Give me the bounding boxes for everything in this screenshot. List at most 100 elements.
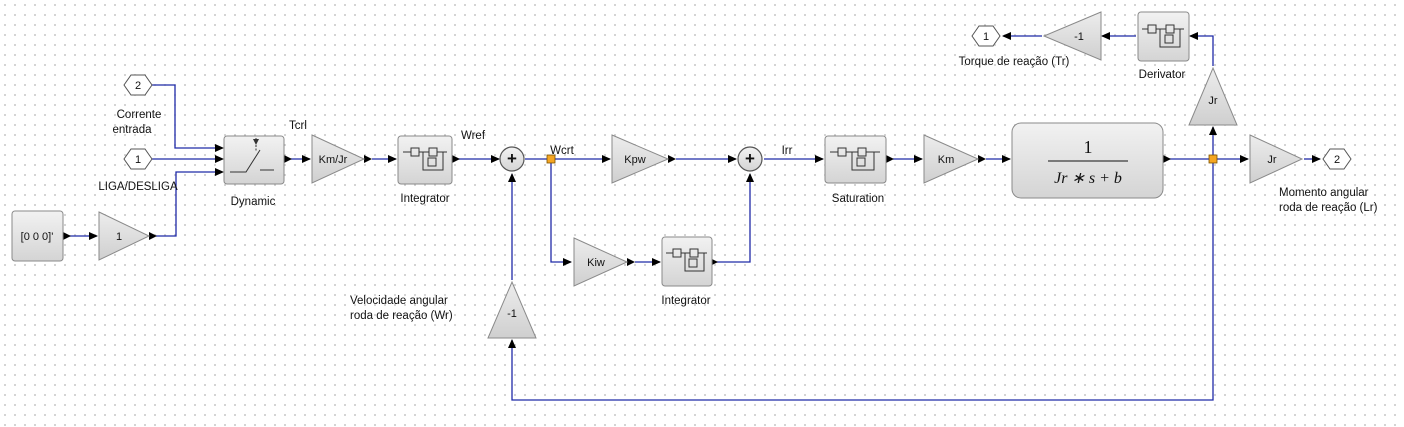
arrow-sum2-in-bottom [746,173,754,182]
dynamic-switch-block[interactable] [223,135,285,185]
arrow-int1-in [388,155,397,163]
gain-kmjr[interactable]: Km/Jr [311,134,366,184]
label-saturation: Saturation [832,193,884,205]
arrow-gain1-out [149,232,157,240]
gain-kpw-label: Kpw [624,154,645,166]
output-port-momento[interactable]: 2 [1322,148,1352,170]
transfer-function-block[interactable]: 1 Jr ∗ s + b [1011,122,1164,199]
arrow-kiw-out [627,258,635,266]
arrow-jr-in [1240,155,1249,163]
label-irr: Irr [782,145,793,157]
arrow-kpw-in [602,155,611,163]
label-derivator: Derivator [1139,69,1186,81]
wire-split-to-kiw [550,159,571,263]
integrator-icon-2 [666,248,707,272]
arrow-kmjr-in [302,155,311,163]
split-point-2[interactable] [1208,154,1218,164]
arrow-negfb-in [508,339,516,348]
arrow-sum1-in [491,155,500,163]
wire-integrator2-to-sum2 [716,174,751,263]
label-wref: Wref [461,130,486,142]
derivator-icon [1142,24,1184,48]
arrow-const-out [63,232,71,240]
switch-icon [230,138,274,173]
gain-block-1[interactable]: 1 [98,211,151,261]
sum-block-2[interactable]: + [737,146,763,172]
arrow-tf-in [1002,155,1011,163]
gain-jr-up[interactable]: Jr [1188,66,1238,126]
split-point-1[interactable] [546,154,556,164]
arrow-int2-in [652,258,661,266]
label-tcrl: Tcrl [289,120,307,132]
arrow-deriv-in [1189,32,1198,40]
wire-jrup-to-derivator [1190,35,1214,66]
gain-kmjr-label: Km/Jr [319,154,348,166]
arrow-kiw-in [563,258,572,266]
arrow-jrup-in [1209,126,1217,135]
input-port-liga-number: 1 [135,154,141,166]
label-corrente-line2: entrada [112,124,152,136]
arrow-tf-out [1163,155,1171,163]
arrow-sum2-in-left [728,155,737,163]
gain-negative-top-label: -1 [1074,31,1084,43]
label-corrente-line1: Corrente [117,109,162,121]
sum-block-1-sign: + [507,149,517,168]
arrow-dyn-in1 [215,144,224,152]
arrow-dyn-in3 [215,168,224,176]
output-port-momento-number: 2 [1334,154,1340,166]
sum-block-1[interactable]: + [499,146,525,172]
sum-block-2-sign: + [745,149,755,168]
arrow-dyn-in2 [215,155,224,163]
wires [68,35,1320,401]
gain-kiw[interactable]: Kiw [573,237,629,287]
arrow-km-in [914,155,923,163]
label-momento-line1: Momento angular [1279,187,1369,199]
label-dynamic: Dynamic [231,196,276,208]
arrow-dyn-out [284,155,292,163]
input-port-corrente-number: 2 [135,80,141,92]
label-torque: Torque de reação (Tr) [959,56,1070,68]
gain-jr-output-label: Jr [1267,154,1277,166]
arrow-km-out [978,155,986,163]
label-integrator-2: Integrator [661,295,710,307]
gain-negative-top[interactable]: -1 [1042,11,1102,61]
arrow-kmjr-out [364,155,372,163]
label-velocidade-line2: roda de reação (Wr) [350,310,453,322]
gain-km[interactable]: Km [923,134,980,184]
gain-kiw-label: Kiw [587,257,605,269]
gain-jr-up-label: Jr [1208,95,1218,107]
label-velocidade-line1: Velocidade angular [350,295,448,307]
integrator-icon [403,147,447,171]
gain-kpw[interactable]: Kpw [611,134,670,184]
arrow-sum1-in-bottom [508,173,516,182]
input-port-liga[interactable]: 1 [123,148,153,170]
arrow-sat-in [815,155,824,163]
constant-value: [0 0 0]' [21,231,54,243]
integrator-block-1[interactable] [397,135,453,185]
output-port-torque[interactable]: 1 [971,25,1001,47]
wire-gain-to-dynamic [156,171,222,237]
saturation-block[interactable] [824,135,887,184]
transfer-function-numerator: 1 [1084,137,1093,157]
derivator-block[interactable] [1137,11,1190,62]
gain-block-1-label: 1 [116,231,122,243]
integrator-block-2[interactable] [661,236,713,287]
input-port-corrente[interactable]: 2 [123,74,153,96]
wire-corrente-to-dynamic [152,84,222,149]
gain-negative-feedback-label: -1 [507,308,517,320]
label-wcrt: Wcrt [550,145,574,157]
gain-jr-output[interactable]: Jr [1249,134,1304,184]
saturation-icon [830,147,880,171]
arrow-out2-in [1312,155,1321,163]
arrow-neg-in [1101,32,1110,40]
gain-negative-feedback[interactable]: -1 [487,280,537,339]
arrow-gain1-in [89,232,98,240]
arrow-sat-out [886,155,894,163]
label-integrator-1: Integrator [400,193,449,205]
arrow-int1-out [452,155,460,163]
arrow-kpw-out [668,155,676,163]
transfer-function-denominator: Jr ∗ s + b [1054,170,1122,187]
gain-km-label: Km [938,154,955,166]
constant-block[interactable]: [0 0 0]' [11,210,64,262]
